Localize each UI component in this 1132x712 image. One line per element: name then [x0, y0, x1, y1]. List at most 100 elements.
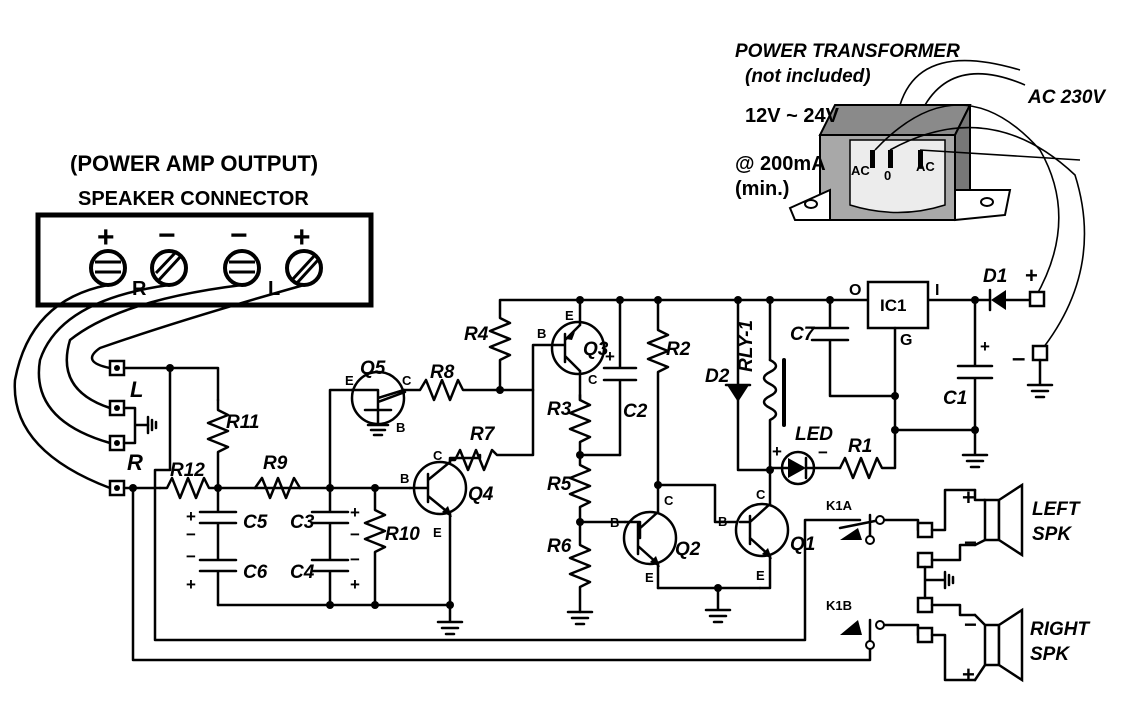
- l-plus-sign: +: [293, 221, 311, 254]
- q3-e-pin: E: [565, 308, 574, 323]
- tap-zero-label: 0: [884, 168, 891, 183]
- left-spk-minus: −: [964, 530, 977, 555]
- ic1-g-pin: G: [900, 332, 912, 349]
- connector-l-label: L: [268, 278, 280, 300]
- r1-label: R1: [848, 436, 872, 457]
- capacitor-c1: [956, 298, 994, 432]
- r5-label: R5: [547, 474, 572, 495]
- transistor-q5: [350, 370, 407, 437]
- resistor-r12: [158, 476, 332, 500]
- r-plus-sign: +: [97, 221, 115, 254]
- r4-label: R4: [464, 324, 489, 345]
- transformer-voltage: 12V ~ 24V: [745, 105, 840, 127]
- q5-c-pin: C: [402, 373, 412, 388]
- c4-label: C4: [290, 562, 315, 583]
- tap-ac-left-label: AC: [851, 163, 870, 178]
- q1-c-pin: C: [756, 487, 766, 502]
- k1a-label: K1A: [826, 498, 853, 513]
- l-minus-sign: −: [230, 219, 248, 252]
- q2-c-pin: C: [664, 493, 674, 508]
- terminal-l-minus: [223, 249, 261, 287]
- c1-plus: +: [980, 337, 990, 356]
- transistor-q1: [734, 468, 790, 590]
- q1-label: Q1: [790, 534, 815, 555]
- k1b-label: K1B: [826, 598, 852, 613]
- supply-plus: +: [1025, 263, 1038, 288]
- left-spk-line2: SPK: [1032, 524, 1072, 545]
- power-transformer: AC 0 AC: [788, 59, 1086, 353]
- c5-label: C5: [243, 512, 268, 533]
- input-l-label: L: [130, 377, 143, 402]
- c3-plus: +: [350, 503, 360, 522]
- transformer-note: (not included): [745, 66, 871, 87]
- capacitor-c2: [602, 298, 638, 457]
- transformer-min: (min.): [735, 178, 789, 200]
- led: [768, 450, 842, 486]
- ic1-i-pin: I: [935, 282, 939, 299]
- r9-label: R9: [263, 453, 288, 474]
- r10-label: R10: [385, 524, 420, 545]
- c3-label: C3: [290, 512, 315, 533]
- q2-e-pin: E: [645, 570, 654, 585]
- r8-label: R8: [430, 362, 455, 383]
- terminal-r-minus: [150, 249, 188, 287]
- q2-b-pin: B: [610, 515, 619, 530]
- resistor-r1: [838, 428, 897, 480]
- diode-d1: [973, 288, 1032, 312]
- r6-label: R6: [547, 536, 572, 557]
- c5-plus: +: [186, 507, 196, 526]
- resistor-r10: [328, 486, 412, 607]
- c4-minus: −: [350, 550, 360, 569]
- right-spk-minus: −: [964, 612, 977, 637]
- q3-c-pin: C: [588, 372, 598, 387]
- resistor-r4: [488, 298, 977, 392]
- c1-label: C1: [943, 388, 967, 409]
- c2-label: C2: [623, 401, 648, 422]
- resistor-r3: [568, 393, 592, 457]
- terminal-r-plus: [89, 249, 127, 287]
- q2-label: Q2: [675, 539, 701, 560]
- c7-label: C7: [790, 324, 816, 345]
- q4-b-pin: B: [400, 471, 409, 486]
- capacitor-c7: [810, 298, 897, 398]
- q4-e-pin: E: [433, 525, 442, 540]
- right-spk-plus: +: [962, 662, 975, 687]
- led-plus: +: [772, 442, 782, 461]
- tap-ac-right-label: AC: [916, 159, 935, 174]
- q4-label: Q4: [468, 484, 494, 505]
- right-spk-line2: SPK: [1030, 644, 1070, 665]
- capacitor-c3-c4: [310, 486, 350, 607]
- c5-minus: −: [186, 525, 196, 544]
- q1-b-pin: B: [718, 514, 727, 529]
- c6-label: C6: [243, 562, 268, 583]
- left-spk-plus: +: [962, 485, 975, 510]
- r3-label: R3: [547, 399, 572, 420]
- q5-label: Q5: [360, 358, 386, 379]
- transistor-q2: [622, 483, 678, 590]
- terminal-l-plus: [285, 249, 323, 287]
- q5-b-pin: B: [396, 420, 405, 435]
- resistor-r9: [253, 476, 302, 500]
- left-spk-line1: LEFT: [1032, 499, 1081, 520]
- transistor-q4: [408, 453, 482, 607]
- c2-plus: +: [605, 347, 615, 366]
- right-spk-line1: RIGHT: [1030, 619, 1091, 640]
- input-terminals: [108, 359, 126, 497]
- mains-label: AC 230V: [1027, 87, 1106, 108]
- resistor-r2: [646, 298, 670, 487]
- supply-minus: –: [1012, 345, 1025, 372]
- resistor-r8: [402, 378, 502, 402]
- relay-label: RLY-1: [736, 320, 757, 372]
- c6-plus: +: [186, 575, 196, 594]
- q5-e-pin: E: [345, 373, 354, 388]
- r2-label: R2: [666, 339, 691, 360]
- r12-label: R12: [170, 460, 205, 481]
- input-r-label: R: [127, 450, 143, 475]
- q4-c-pin: C: [433, 448, 443, 463]
- c3-minus: −: [350, 525, 360, 544]
- connector-heading: (POWER AMP OUTPUT): [70, 151, 318, 176]
- right-speaker: [973, 607, 1024, 683]
- resistor-r5: [568, 453, 622, 524]
- connector-title: SPEAKER CONNECTOR: [78, 188, 309, 210]
